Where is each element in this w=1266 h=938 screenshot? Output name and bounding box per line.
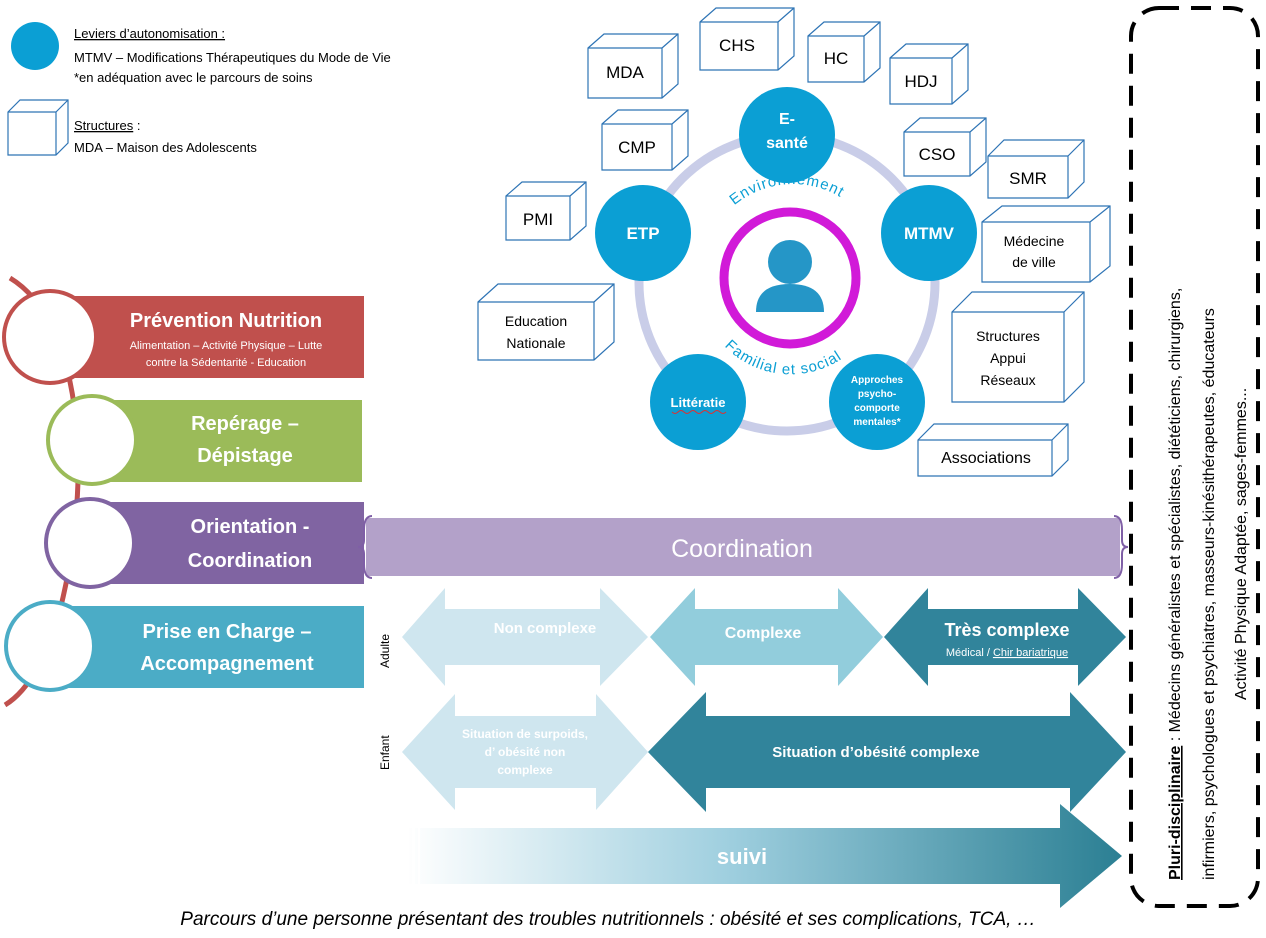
svg-text:d’ obésité non: d’ obésité non	[485, 745, 566, 759]
svg-text:Orientation -: Orientation -	[191, 516, 310, 538]
stage-prevention-nutrition: Prévention Nutrition Alimentation – Acti…	[2, 289, 364, 385]
svg-text:comporte: comporte	[854, 403, 900, 414]
structure-mda: MDA	[587, 33, 679, 99]
structure-pmi: PMI	[505, 181, 587, 241]
legend-structures-title: Structures :	[74, 118, 140, 133]
lever-mtmv: MTMV	[881, 185, 977, 281]
lever-approches-psycho: Approches psycho- comporte mentales*	[829, 354, 925, 450]
svg-text:Activité Physique Adaptée, sag: Activité Physique Adaptée, sages-femmes.…	[1233, 388, 1250, 700]
svg-text:Structures: Structures	[976, 328, 1040, 344]
svg-text:Coordination: Coordination	[188, 550, 312, 572]
pluridisciplinary-box	[1129, 6, 1260, 908]
structure-associations: Associations	[917, 423, 1069, 477]
stage-prise-en-charge: Prise en Charge – Accompagnement	[4, 600, 364, 692]
figure-caption: Parcours d’une personne présentant des t…	[180, 909, 1035, 930]
legend-levers-line2: *en adéquation avec le parcours de soins	[74, 70, 313, 85]
svg-text:SMR: SMR	[1009, 169, 1047, 188]
structure-chs: CHS	[699, 7, 795, 71]
structure-medecine-de-ville: Médecine de ville	[981, 205, 1111, 283]
arrow-complexe: Complexe	[650, 588, 883, 686]
pluridisciplinary-text: Pluri-disciplinaire : Médecins généralis…	[1167, 288, 1250, 880]
svg-text:Médecine: Médecine	[1004, 233, 1065, 249]
svg-text:Associations: Associations	[941, 450, 1031, 467]
arrow-surpoids-non-complexe: Situation de surpoids, d’ obésité non co…	[402, 694, 648, 810]
svg-text:complexe: complexe	[497, 763, 553, 777]
svg-text:Pluri-disciplinaire : Médecins: Pluri-disciplinaire : Médecins généralis…	[1167, 288, 1184, 880]
row-label-adulte: Adulte	[378, 634, 392, 668]
arrow-suivi: suivi	[406, 804, 1122, 908]
svg-text:Appui: Appui	[990, 350, 1026, 366]
svg-text:Situation d’obésité complexe: Situation d’obésité complexe	[772, 744, 980, 761]
structure-hc: HC	[807, 21, 881, 83]
svg-text:de ville: de ville	[1012, 254, 1056, 270]
structure-smr: SMR	[987, 139, 1085, 199]
svg-text:CMP: CMP	[618, 138, 656, 157]
lever-litteratie: Littératie	[650, 354, 746, 450]
svg-text:CHS: CHS	[719, 36, 755, 55]
legend-lever-dot	[11, 22, 59, 70]
person-icon	[756, 240, 824, 312]
svg-text:santé: santé	[766, 135, 808, 152]
svg-text:infirmiers, psychologues et ps: infirmiers, psychologues et psychiatres,…	[1201, 308, 1218, 880]
svg-text:Situation de surpoids,: Situation de surpoids,	[462, 727, 588, 741]
svg-text:HC: HC	[824, 49, 849, 68]
structure-appui-reseaux: Structures Appui Réseaux	[951, 291, 1085, 403]
coordination-band: Coordination	[357, 515, 1129, 579]
svg-text:E-: E-	[779, 111, 795, 128]
lever-esante: E- santé	[739, 87, 835, 183]
svg-text:Alimentation – Activité Physiq: Alimentation – Activité Physique – Lutte	[130, 340, 323, 352]
svg-text:ETP: ETP	[626, 224, 659, 243]
svg-text:Repérage –: Repérage –	[191, 413, 299, 435]
legend-levers-line1: MTMV – Modifications Thérapeutiques du M…	[74, 50, 391, 65]
svg-text:Très complexe: Très complexe	[944, 620, 1069, 640]
svg-text:Non complexe: Non complexe	[494, 620, 597, 637]
svg-text:Complexe: Complexe	[725, 625, 802, 642]
legend-levers-title: Leviers d’autonomisation :	[74, 26, 225, 41]
svg-text:HDJ: HDJ	[904, 72, 937, 91]
svg-text:MDA: MDA	[606, 63, 644, 82]
svg-text:Accompagnement: Accompagnement	[140, 653, 314, 675]
svg-text:Education: Education	[505, 313, 567, 329]
row-label-enfant-text: Enfant	[378, 735, 392, 770]
svg-text:Prévention Nutrition: Prévention Nutrition	[130, 310, 322, 332]
svg-text:suivi: suivi	[717, 844, 767, 869]
svg-text:Littératie: Littératie	[671, 395, 726, 410]
structure-cmp: CMP	[601, 109, 689, 171]
svg-text:Médical / Chir bariatrique: Médical / Chir bariatrique	[946, 647, 1068, 659]
svg-text:mentales*: mentales*	[853, 417, 900, 428]
svg-text:Prise en Charge –: Prise en Charge –	[143, 621, 312, 643]
svg-text:Nationale: Nationale	[506, 335, 565, 351]
svg-text:PMI: PMI	[523, 210, 553, 229]
legend-structures-line1: MDA – Maison des Adolescents	[74, 140, 257, 155]
lever-etp: ETP	[595, 185, 691, 281]
svg-text:Dépistage: Dépistage	[197, 445, 293, 467]
svg-text:contre la Sédentarité - Educat: contre la Sédentarité - Education	[146, 357, 306, 369]
stage-orientation-coordination: Orientation - Coordination	[44, 497, 364, 589]
svg-text:MTMV: MTMV	[904, 224, 955, 243]
svg-text:Approches: Approches	[851, 375, 904, 386]
arrow-tres-complexe: Très complexe Médical / Chir bariatrique	[884, 588, 1126, 686]
svg-text:Réseaux: Réseaux	[980, 372, 1035, 388]
structure-education-nationale: Education Nationale	[477, 283, 615, 361]
stage-reperage-depistage: Repérage – Dépistage	[46, 394, 362, 486]
structure-hdj: HDJ	[889, 43, 969, 105]
svg-text:Coordination: Coordination	[671, 535, 813, 563]
svg-text:CSO: CSO	[919, 145, 956, 164]
svg-text:psycho-: psycho-	[858, 389, 896, 400]
structure-cso: CSO	[903, 117, 987, 177]
arrow-non-complexe: Non complexe	[402, 588, 648, 686]
legend-structure-cube-icon	[7, 99, 69, 156]
arrow-obesite-complexe: Situation d’obésité complexe	[648, 692, 1126, 812]
